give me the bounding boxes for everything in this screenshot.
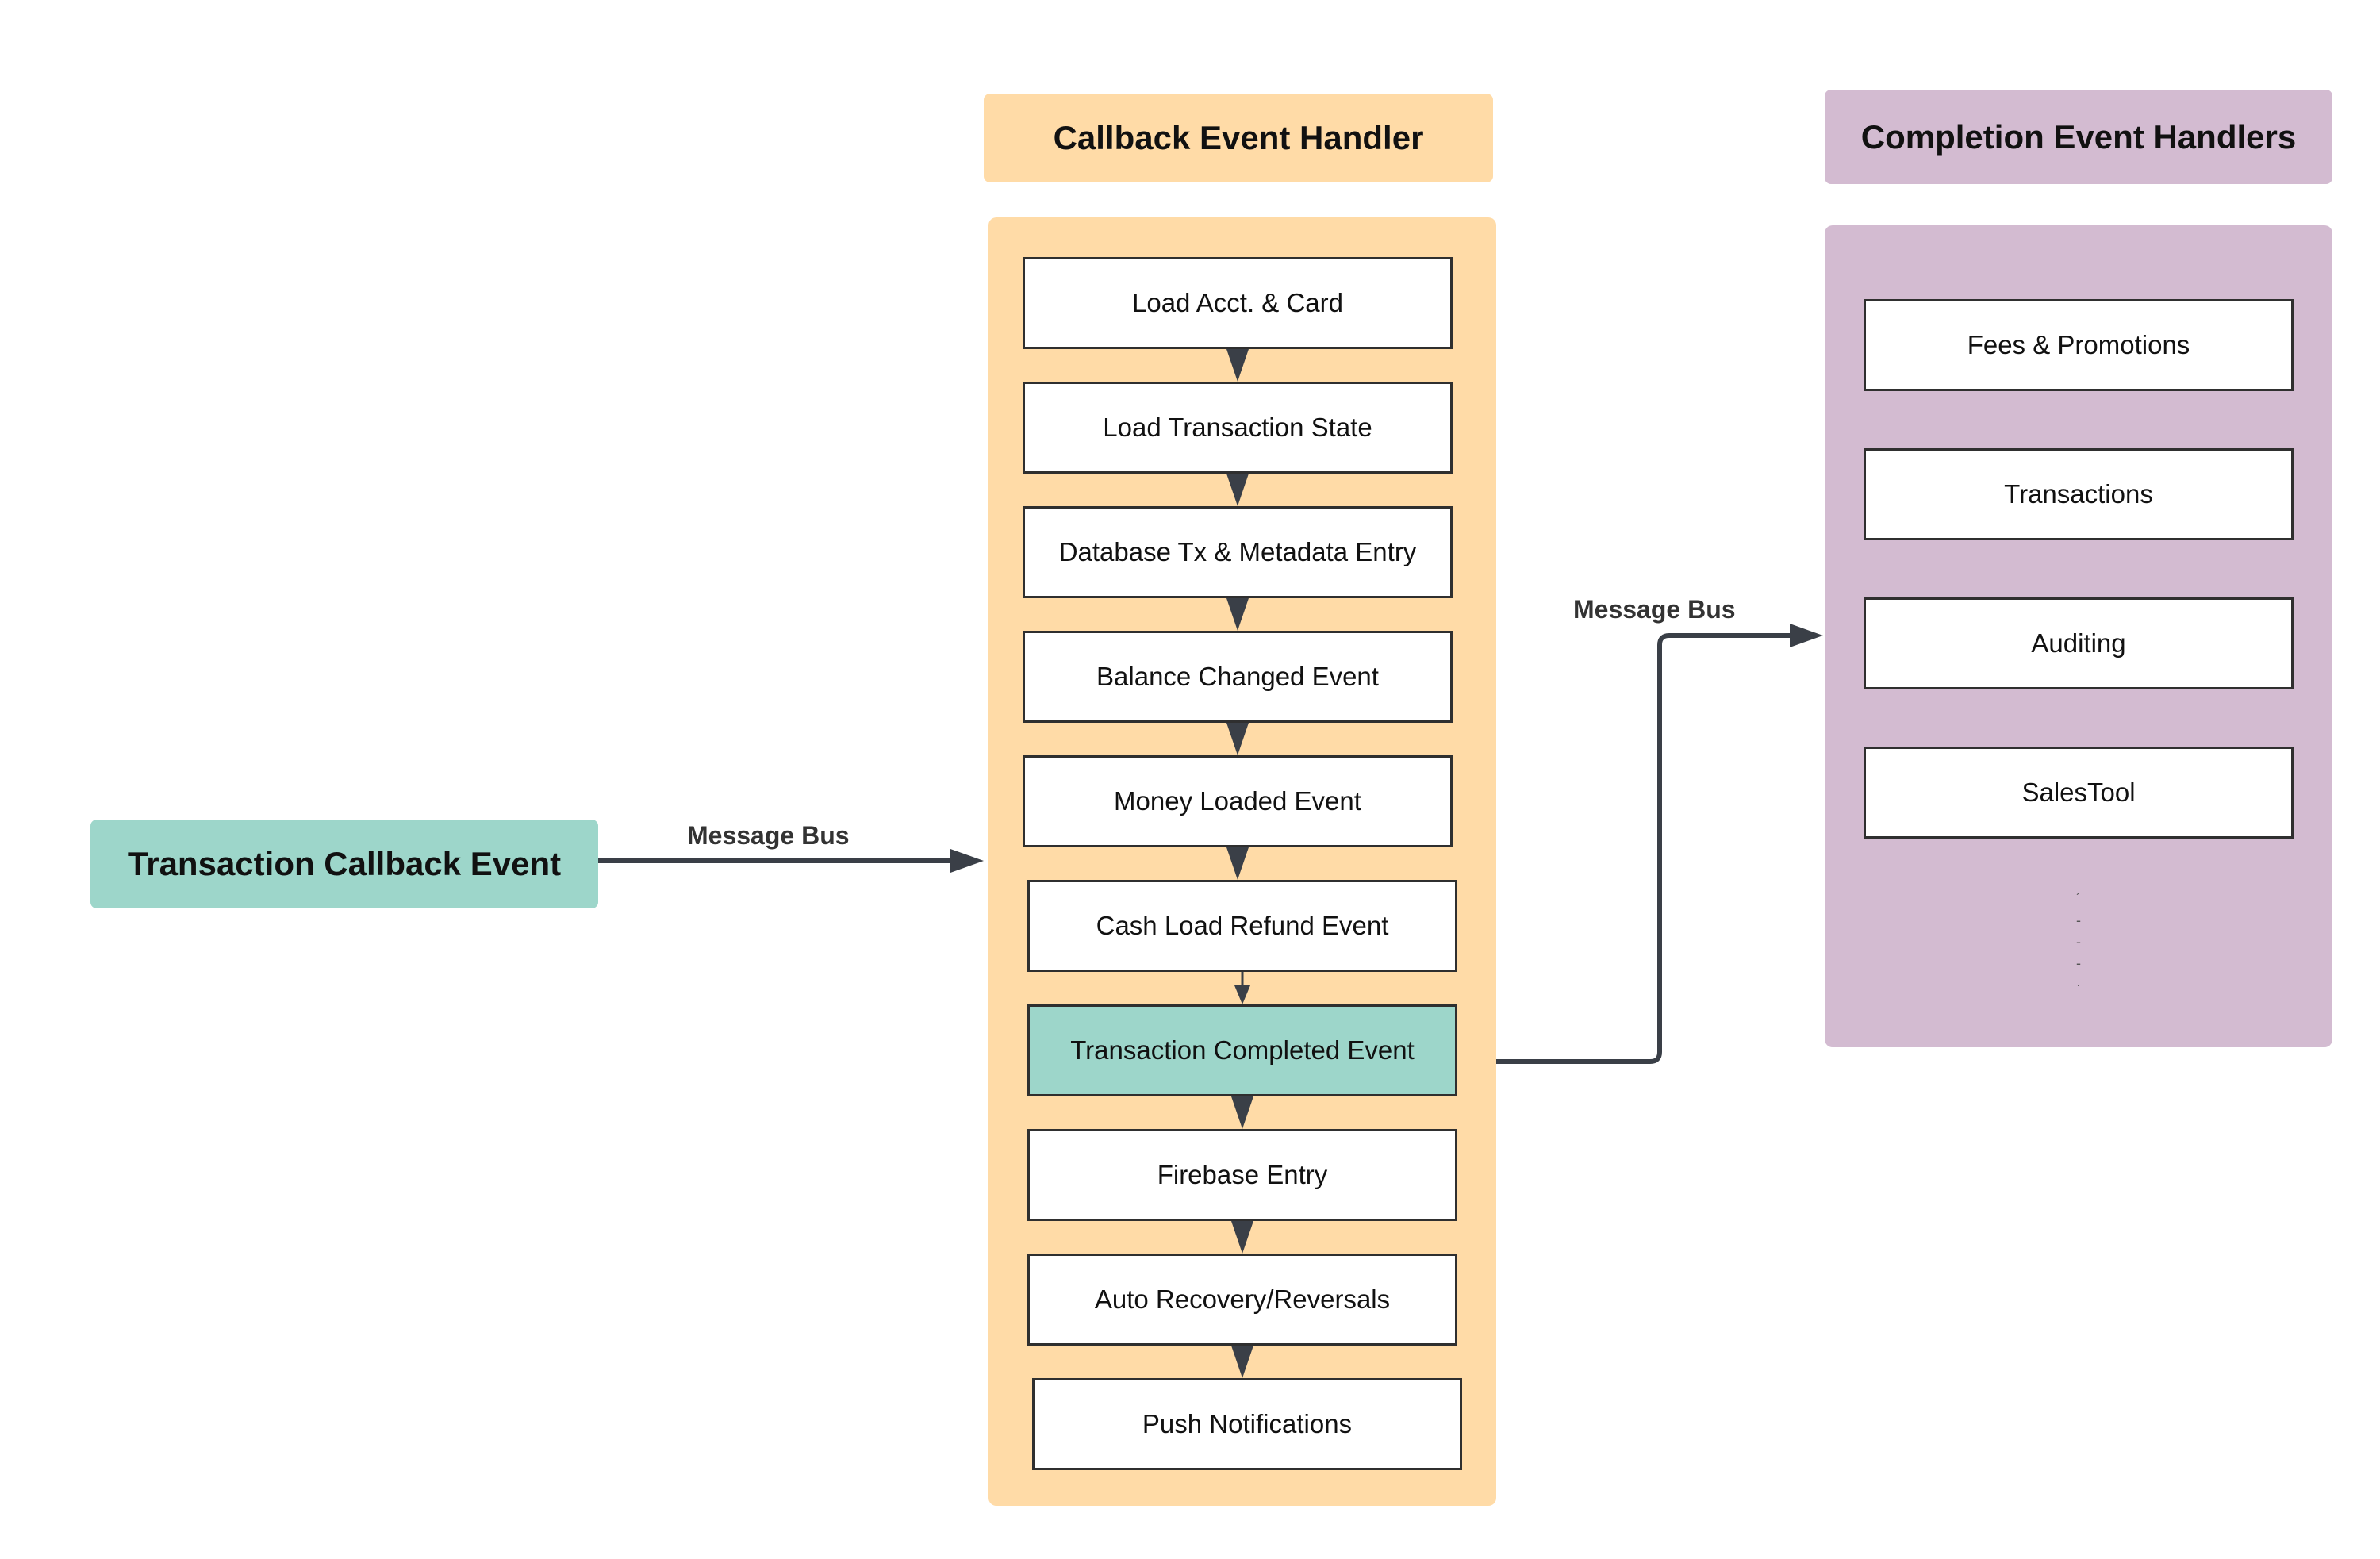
- step-load-transaction-state: Load Transaction State: [1023, 382, 1453, 474]
- step-push-notifications: Push Notifications: [1032, 1378, 1462, 1470]
- step-label: Load Acct. & Card: [1132, 288, 1343, 317]
- more-handlers-ellipsis: ´ - - - ·: [2063, 889, 2094, 996]
- ellipsis-mark: -: [2076, 955, 2081, 971]
- step-cash-load-refund-event: Cash Load Refund Event: [1027, 880, 1457, 972]
- right-message-bus-label: Message Bus: [1573, 595, 1736, 624]
- left-message-bus-label: Message Bus: [687, 821, 850, 850]
- completion-handlers-title: Completion Event Handlers: [1860, 117, 2297, 156]
- handler-salestool: SalesTool: [1864, 747, 2294, 839]
- step-label: Transaction Completed Event: [1070, 1035, 1415, 1065]
- step-label: Auto Recovery/Reversals: [1094, 1284, 1391, 1314]
- step-label: Cash Load Refund Event: [1096, 911, 1389, 940]
- transaction-callback-event: Transaction Callback Event: [90, 820, 598, 908]
- handler-fees-promotions: Fees & Promotions: [1864, 299, 2294, 391]
- flow-arrow: [1234, 972, 1250, 1004]
- handler-label: Fees & Promotions: [1967, 330, 2190, 359]
- handler-auditing: Auditing: [1864, 597, 2294, 689]
- step-database-tx-metadata: Database Tx & Metadata Entry: [1023, 506, 1453, 598]
- step-label: Money Loaded Event: [1114, 786, 1361, 816]
- flow-arrow: [1231, 1346, 1253, 1378]
- step-balance-changed-event: Balance Changed Event: [1023, 631, 1453, 723]
- callback-handler-title: Callback Event Handler: [1053, 119, 1424, 156]
- left-message-bus-arrow: [598, 849, 984, 873]
- handler-transactions: Transactions: [1864, 448, 2294, 540]
- ellipsis-mark: -: [2076, 912, 2081, 928]
- completion-handlers-header: Completion Event Handlers: [1825, 90, 2332, 184]
- flow-arrow: [1231, 1096, 1253, 1129]
- right-message-bus-arrow: [1496, 624, 1823, 1064]
- flow-arrow: [1231, 1221, 1253, 1254]
- step-load-acct-card: Load Acct. & Card: [1023, 257, 1453, 349]
- step-auto-recovery-reversals: Auto Recovery/Reversals: [1027, 1254, 1457, 1346]
- flow-arrow: [1226, 474, 1249, 506]
- handler-label: SalesTool: [2021, 778, 2136, 807]
- transaction-callback-event-label: Transaction Callback Event: [127, 845, 562, 882]
- step-label: Load Transaction State: [1103, 413, 1372, 442]
- step-label: Firebase Entry: [1157, 1160, 1328, 1189]
- step-label: Balance Changed Event: [1096, 662, 1379, 691]
- handler-label: Transactions: [2004, 479, 2153, 509]
- ellipsis-mark: ´: [2076, 891, 2081, 907]
- callback-handler-header: Callback Event Handler: [984, 94, 1493, 182]
- step-transaction-completed-event: Transaction Completed Event: [1027, 1004, 1457, 1096]
- step-firebase-entry: Firebase Entry: [1027, 1129, 1457, 1221]
- step-label: Database Tx & Metadata Entry: [1058, 537, 1417, 566]
- ellipsis-mark: -: [2076, 934, 2081, 950]
- flow-arrow: [1226, 723, 1249, 755]
- step-money-loaded-event: Money Loaded Event: [1023, 755, 1453, 847]
- step-flow-arrows: [1226, 349, 1253, 1378]
- ellipsis-mark: ·: [2076, 977, 2081, 993]
- flow-arrow: [1226, 847, 1249, 880]
- handler-label: Auditing: [2031, 628, 2126, 658]
- flow-arrow: [1226, 349, 1249, 382]
- step-label: Push Notifications: [1142, 1409, 1353, 1438]
- flow-arrow: [1226, 598, 1249, 631]
